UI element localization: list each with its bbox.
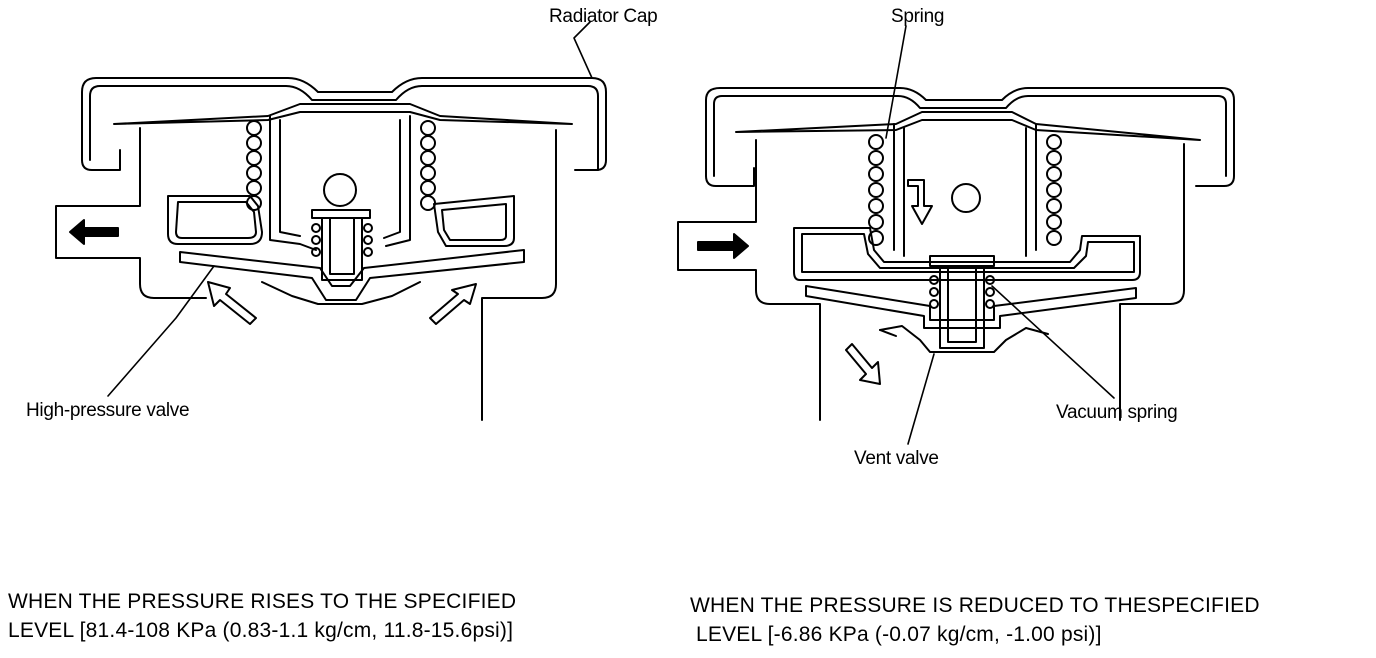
left-cap-assembly xyxy=(55,77,607,421)
left-spring-coils-left xyxy=(246,120,262,211)
right-caption-line2: LEVEL [-6.86 KPa (-0.07 kg/cm, -1.00 psi… xyxy=(696,623,1102,646)
right-vacuum-spring-coils xyxy=(929,275,995,309)
left-inflow-arrow-2 xyxy=(429,283,477,325)
left-filler-neck xyxy=(55,127,207,299)
spring-leader xyxy=(885,25,907,139)
radiator-cap-leader xyxy=(573,21,593,79)
left-inflow-arrow-1 xyxy=(207,281,257,325)
high-pressure-valve-leader xyxy=(107,265,215,397)
left-cap-shell xyxy=(81,77,607,171)
left-caption-line2: LEVEL [81.4-108 KPa (0.83-1.1 kg/cm, 11.… xyxy=(8,619,514,642)
right-cap-shell xyxy=(705,87,1235,187)
right-cap-assembly xyxy=(677,87,1235,421)
radiator-cap-label: Radiator Cap xyxy=(549,6,658,27)
vacuum-spring-leader xyxy=(991,285,1115,399)
right-vent-valve xyxy=(879,325,1049,353)
right-filler-neck xyxy=(677,139,821,421)
spring-label: Spring xyxy=(891,6,945,27)
left-spring-coils-right xyxy=(420,120,436,211)
left-center-coils xyxy=(311,223,373,257)
right-spring-coils-right xyxy=(1046,134,1062,246)
right-inner-flow-arrow xyxy=(907,179,933,225)
right-caption-line1: WHEN THE PRESSURE IS REDUCED TO THESPECI… xyxy=(690,594,1260,617)
left-high-pressure-valve xyxy=(179,249,525,301)
right-spring-coils-left xyxy=(868,134,884,246)
vent-valve-label: Vent valve xyxy=(854,448,939,469)
right-outflow-arrow xyxy=(845,343,881,385)
left-caption-line1: WHEN THE PRESSURE RISES TO THE SPECIFIED xyxy=(8,590,517,613)
vent-valve-leader xyxy=(907,353,935,445)
vacuum-spring-label: Vacuum spring xyxy=(1056,402,1178,423)
high-pressure-valve-label: High-pressure valve xyxy=(26,400,190,421)
